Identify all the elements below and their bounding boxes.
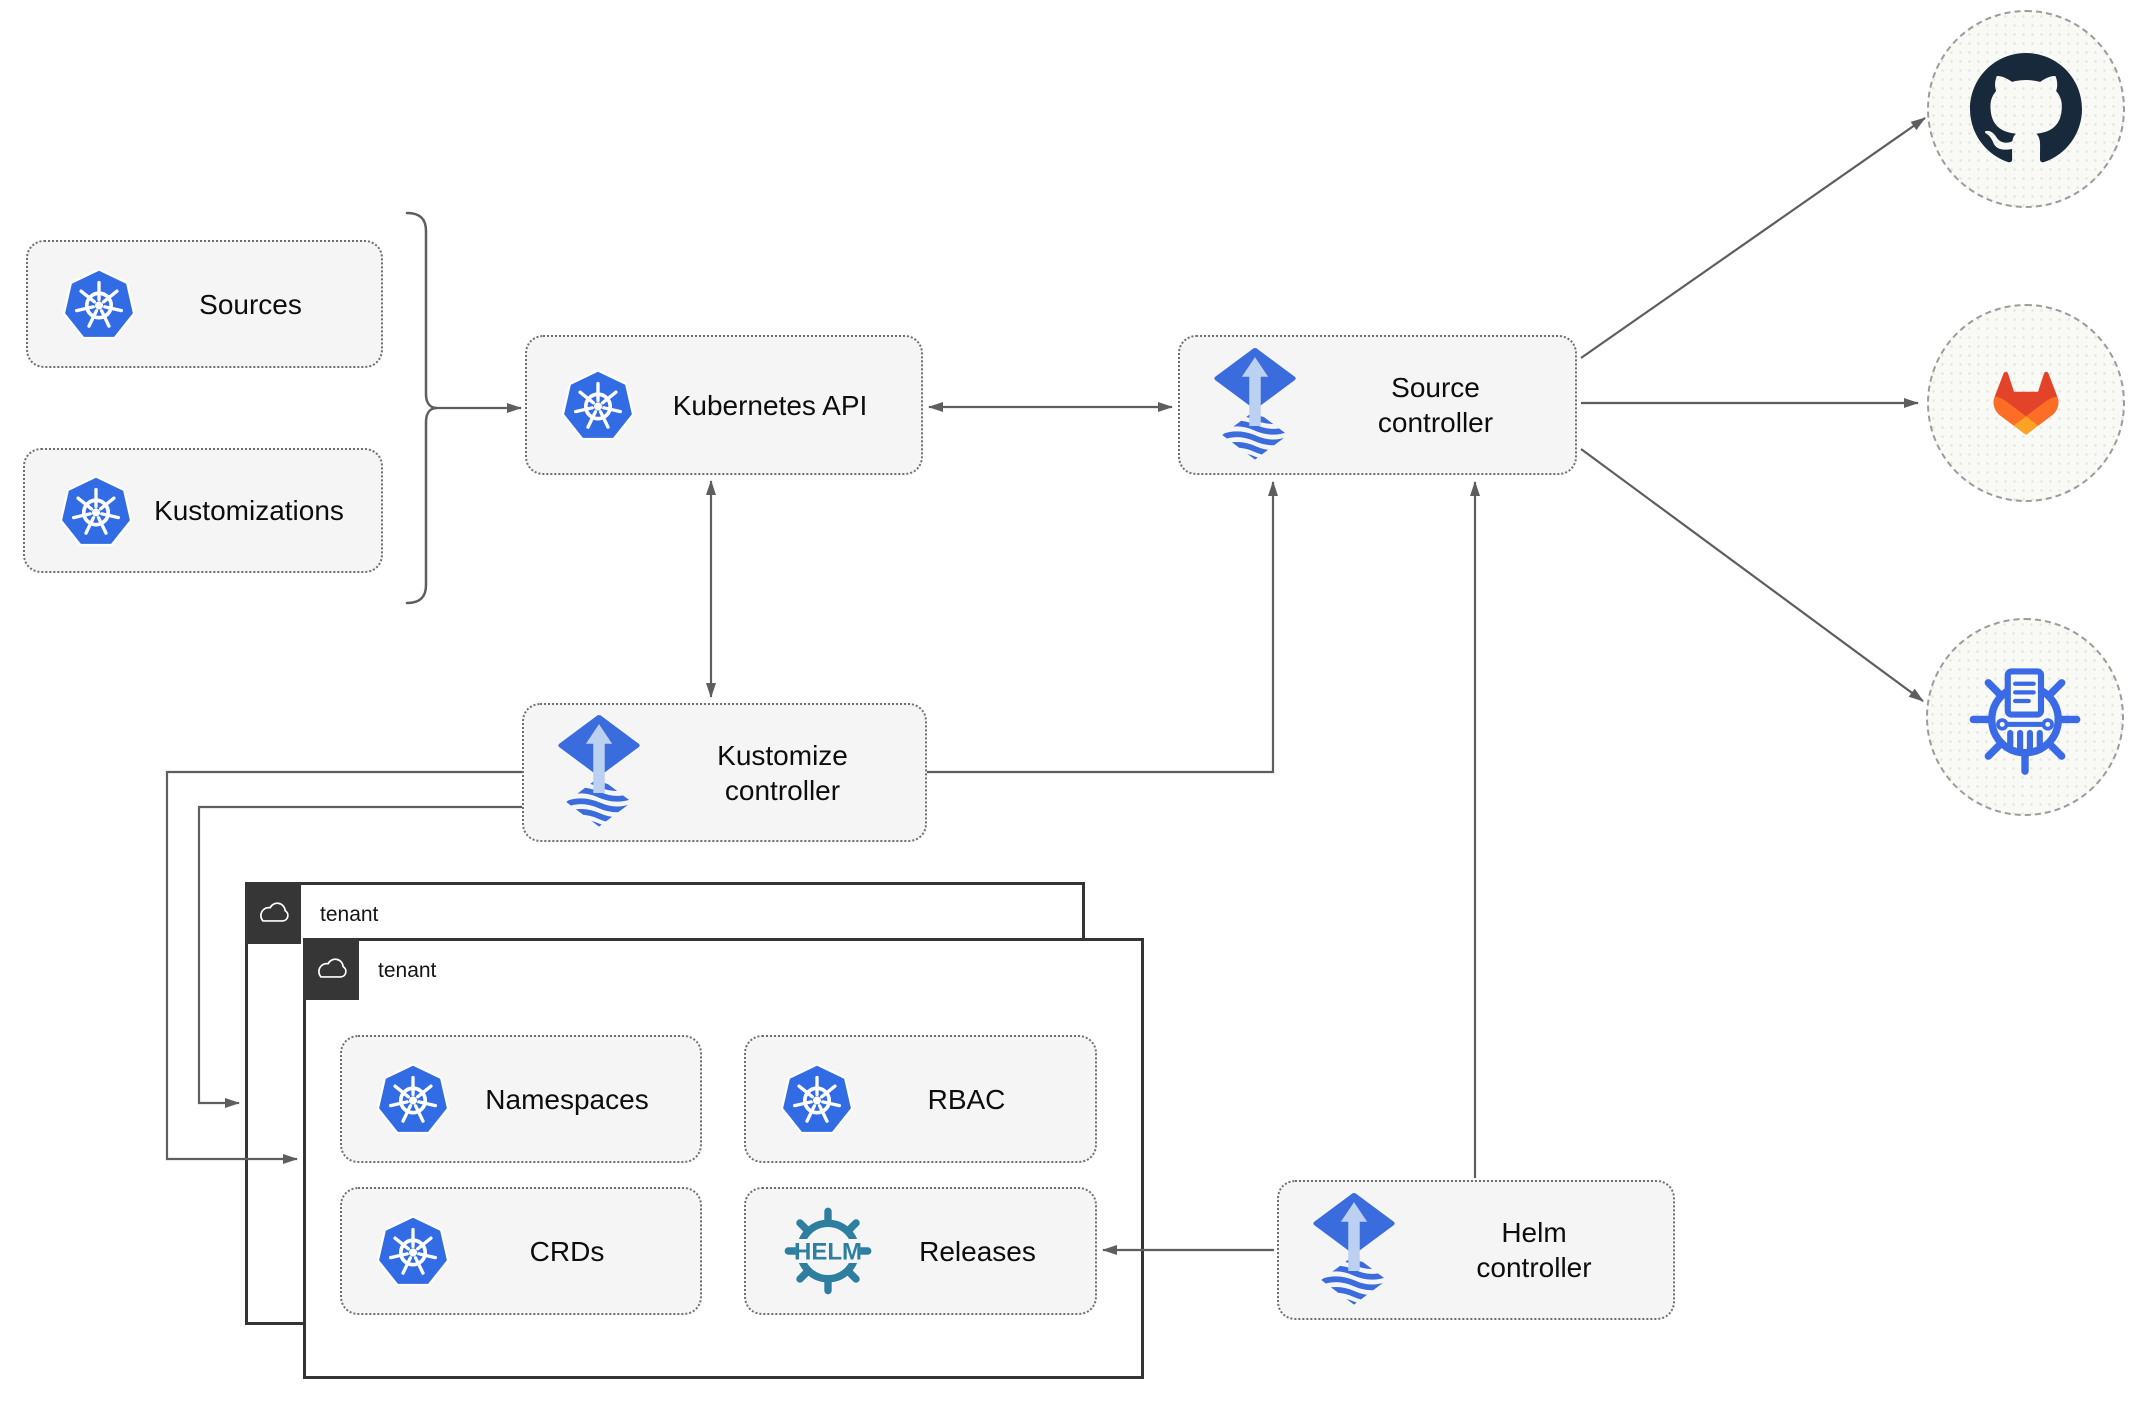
- node-label: Kustomize controller: [717, 739, 848, 806]
- node-label: Source controller: [1377, 372, 1494, 438]
- flux-icon: [1313, 1193, 1395, 1308]
- github-icon: [1970, 53, 2082, 163]
- node-kubernetes-api: Kubernetes API: [525, 335, 923, 475]
- github-endpoint: [1927, 10, 2125, 208]
- cloud-icon: [254, 900, 292, 926]
- node-source-controller: Source controller: [1178, 335, 1577, 475]
- node-helm-controller: Helm controller: [1277, 1180, 1675, 1320]
- helm-icon: HELM: [784, 1207, 872, 1295]
- node-label: Namespaces: [485, 1083, 649, 1115]
- node-label: Kustomizations: [154, 495, 344, 526]
- node-label: Sources: [199, 288, 302, 320]
- gitlab-endpoint: [1927, 304, 2125, 502]
- flux-icon: [1214, 348, 1296, 463]
- node-releases: HELM Releases: [744, 1187, 1097, 1315]
- tenant-badge: [245, 882, 301, 944]
- tenant-badge: [303, 938, 359, 1000]
- edge-source-controller-to-github: [1580, 117, 1926, 359]
- tenant-label: tenant: [378, 959, 437, 982]
- node-label: RBAC: [927, 1083, 1006, 1115]
- node-kustomize-controller: Kustomize controller: [522, 703, 927, 842]
- kubernetes-icon: [376, 1062, 450, 1136]
- edge-source-controller-to-chartmuseum: [1580, 448, 1924, 702]
- cloud-icon: [312, 956, 350, 982]
- flux-icon: [558, 715, 640, 830]
- node-label: Helm controller: [1476, 1217, 1592, 1283]
- node-kustomizations: Kustomizations: [23, 448, 383, 573]
- kubernetes-icon: [62, 267, 136, 341]
- tenant-label: tenant: [320, 903, 379, 926]
- kubernetes-icon: [376, 1214, 450, 1288]
- node-sources: Sources: [26, 240, 383, 368]
- helm-wordmark: HELM: [794, 1238, 862, 1265]
- node-namespaces: Namespaces: [340, 1035, 702, 1163]
- edge-kustomize-controller-to-source-controller: [927, 481, 1278, 774]
- node-label: Kubernetes API: [672, 389, 868, 421]
- node-label: Releases: [919, 1235, 1036, 1267]
- kubernetes-icon: [780, 1062, 854, 1136]
- chartmuseum-icon: [1969, 668, 2081, 775]
- kubernetes-icon: [561, 368, 635, 442]
- node-label: CRDs: [529, 1235, 605, 1267]
- gitlab-icon: [1993, 371, 2059, 435]
- node-rbac: RBAC: [744, 1035, 1097, 1163]
- chartmuseum-endpoint: [1926, 618, 2124, 816]
- node-crds: CRDs: [340, 1187, 702, 1315]
- group-bracket: [405, 211, 438, 605]
- kubernetes-icon: [59, 474, 133, 548]
